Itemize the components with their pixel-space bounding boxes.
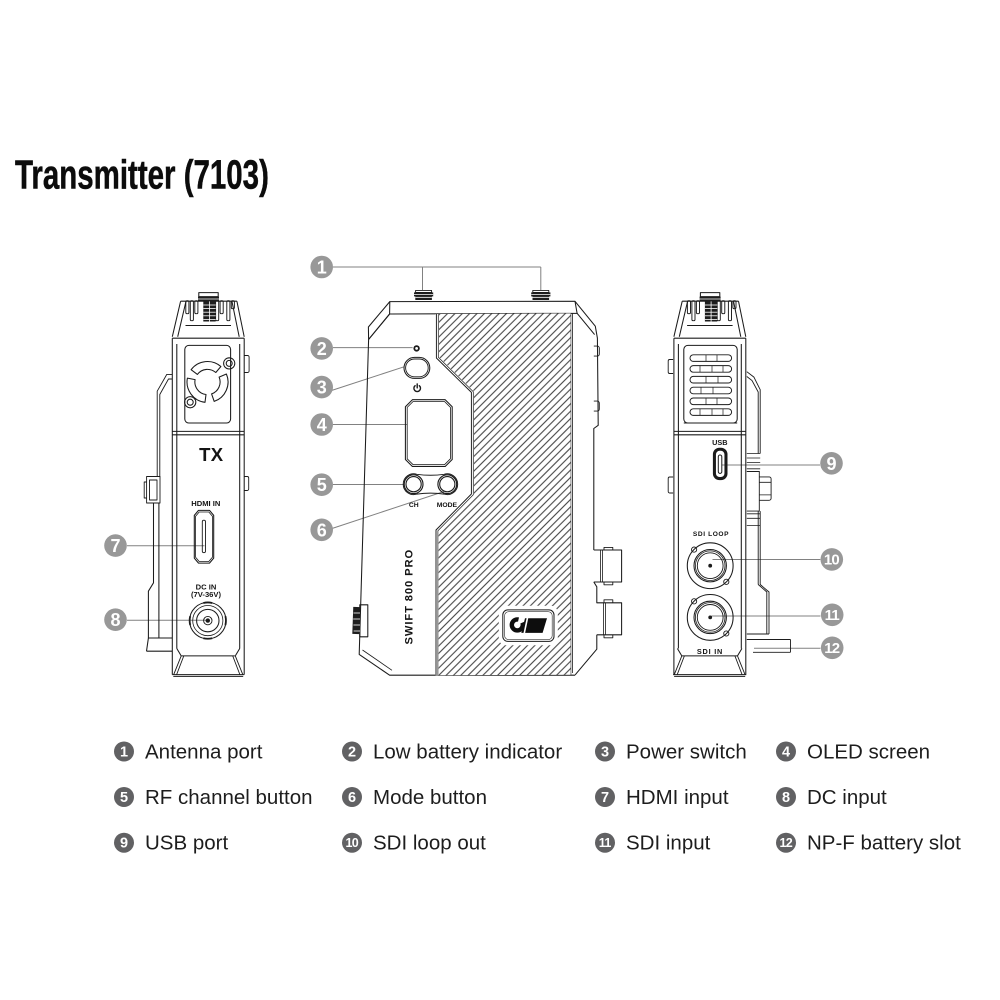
svg-text:SDI loop out: SDI loop out (373, 832, 486, 855)
svg-text:12: 12 (779, 836, 792, 850)
svg-text:SDI LOOP: SDI LOOP (693, 531, 729, 538)
svg-text:8: 8 (110, 610, 120, 630)
svg-text:11: 11 (599, 836, 612, 850)
svg-text:10: 10 (345, 836, 358, 850)
svg-text:10: 10 (824, 552, 840, 569)
svg-text:3: 3 (317, 378, 327, 398)
svg-text:Low battery indicator: Low battery indicator (373, 741, 562, 764)
svg-text:Mode button: Mode button (373, 786, 487, 809)
svg-text:9: 9 (120, 836, 128, 852)
svg-text:1: 1 (120, 745, 128, 761)
svg-text:4: 4 (782, 745, 790, 761)
svg-text:OLED screen: OLED screen (807, 741, 930, 764)
svg-text:8: 8 (782, 790, 790, 806)
svg-text:9: 9 (826, 454, 836, 474)
svg-text:5: 5 (120, 790, 128, 806)
svg-text:7: 7 (110, 536, 120, 556)
svg-text:1: 1 (317, 258, 327, 278)
svg-text:2: 2 (348, 745, 356, 761)
svg-text:2: 2 (317, 339, 327, 359)
svg-text:7: 7 (601, 790, 609, 806)
svg-text:6: 6 (317, 520, 327, 540)
svg-text:3: 3 (601, 745, 609, 761)
svg-text:Power switch: Power switch (626, 741, 747, 764)
svg-text:CH: CH (409, 502, 419, 509)
svg-text:(7V-36V): (7V-36V) (191, 590, 221, 599)
svg-text:MODE: MODE (437, 502, 458, 509)
svg-text:USB port: USB port (145, 832, 228, 855)
svg-text:SDI IN: SDI IN (697, 647, 723, 656)
svg-text:USB: USB (712, 438, 727, 447)
svg-text:Transmitter (7103): Transmitter (7103) (15, 152, 269, 198)
svg-text:DC IN: DC IN (196, 583, 217, 592)
svg-text:NP-F battery slot: NP-F battery slot (807, 832, 961, 855)
svg-text:4: 4 (317, 415, 327, 435)
svg-text:Antenna port: Antenna port (145, 741, 263, 764)
svg-text:TX: TX (199, 444, 224, 465)
svg-text:RF channel button: RF channel button (145, 786, 313, 809)
svg-text:SWIFT 800 PRO: SWIFT 800 PRO (404, 549, 416, 645)
svg-text:11: 11 (825, 607, 840, 624)
svg-text:12: 12 (824, 640, 840, 657)
svg-text:DC input: DC input (807, 786, 887, 809)
svg-text:SDI input: SDI input (626, 832, 711, 855)
svg-text:HDMI IN: HDMI IN (191, 499, 220, 508)
svg-text:HDMI input: HDMI input (626, 786, 729, 809)
svg-text:6: 6 (348, 790, 356, 806)
svg-text:5: 5 (317, 475, 327, 495)
